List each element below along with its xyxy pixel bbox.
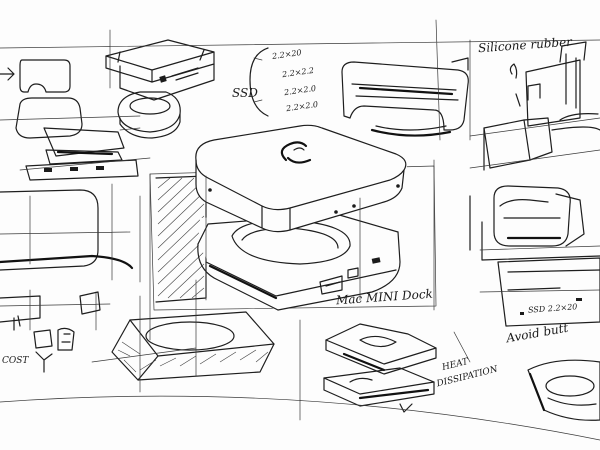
bottom-left-part-sketch	[0, 289, 111, 331]
rounded-block-sketch	[19, 59, 71, 93]
small-components-sketch	[33, 327, 75, 373]
guide-lines	[0, 19, 600, 441]
note-ssd: SSD	[232, 86, 258, 100]
left-body-sketch	[0, 183, 141, 283]
top-device-box-sketch	[105, 39, 215, 101]
silicone-holder-sketch	[341, 57, 469, 137]
right-dock-sketch	[469, 185, 600, 261]
mac-mini-dock-drawing	[149, 124, 437, 341]
heat-corner-sketch-1	[325, 323, 437, 375]
note-cost: COST	[2, 356, 29, 366]
bottom-right-disc-sketch	[527, 359, 600, 421]
connector-strip-sketch	[19, 127, 151, 181]
heat-corner-sketch-2	[323, 367, 435, 413]
tray-sketch	[91, 279, 275, 393]
arrow-sketch	[0, 67, 15, 81]
right-plate-sketch	[479, 257, 600, 327]
silicone-stand-sketch	[509, 41, 587, 127]
right-bracket-sketch	[469, 113, 600, 171]
ssd-bracket-sketch	[249, 47, 269, 117]
left-rounded-panel-sketch	[15, 97, 83, 139]
